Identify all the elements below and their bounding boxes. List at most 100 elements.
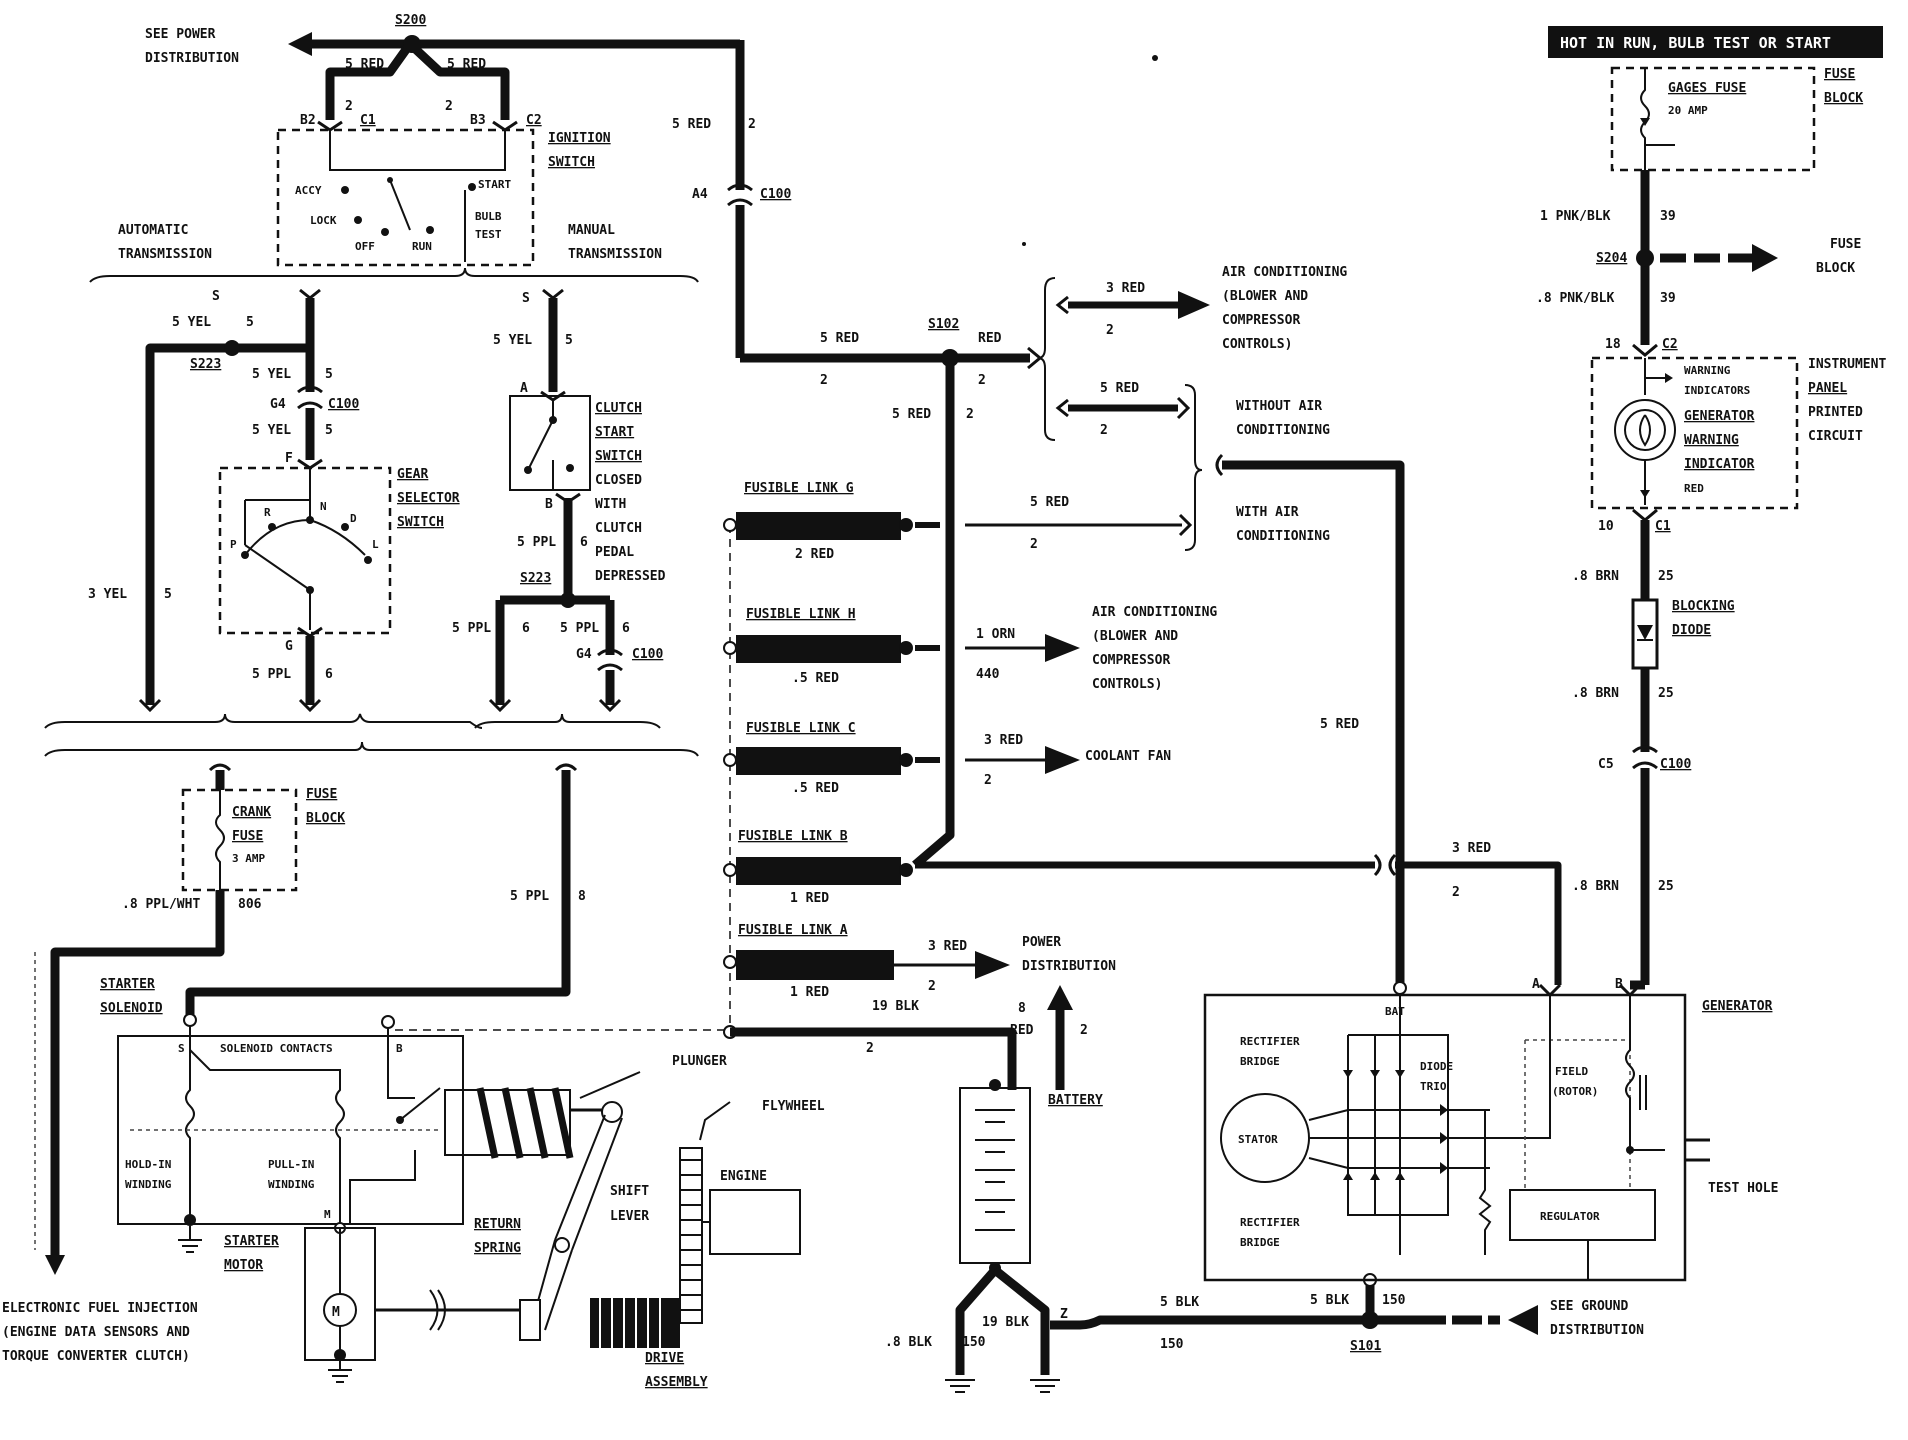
instrument-panel-4: CIRCUIT — [1808, 429, 1863, 444]
wire-label: .8 BRN — [1572, 686, 1619, 701]
fusible-wire-b: 1 RED — [790, 891, 829, 906]
ground-bus — [1361, 1273, 1538, 1335]
blocking-diode-2: DIODE — [1672, 623, 1711, 638]
wire-number: 25 — [1658, 569, 1674, 584]
wire-number: 2 — [866, 1041, 874, 1056]
gen-bridge-1: BRIDGE — [1240, 1055, 1280, 1068]
wire-number: 5 — [164, 587, 172, 602]
wire-label: RED — [978, 331, 1002, 346]
fusible-link-h: FUSIBLE LINK H — [746, 607, 856, 622]
connector-c100: C100 — [328, 397, 359, 412]
connector-c1: C1 — [360, 113, 376, 128]
blocking-diode-1: BLOCKING — [1672, 599, 1735, 614]
connector-c2: C2 — [526, 113, 542, 128]
crank-fuse-branch — [34, 763, 578, 1275]
wire-number: 2 — [1396, 717, 1404, 732]
wire-number: 10 — [1598, 519, 1614, 534]
wire-label: 5 RED — [892, 407, 931, 422]
wire-label: 5 RED — [345, 57, 384, 72]
gear-d: D — [350, 512, 357, 525]
wire-number: Z — [1060, 1307, 1068, 1322]
connector-g4: G4 — [270, 397, 286, 412]
fusible-wire-h: .5 RED — [792, 671, 839, 686]
clutch-label-5: WITH — [595, 497, 626, 512]
wire-label: 5 PPL — [452, 621, 491, 636]
pin-s-manual: S — [522, 291, 530, 306]
splice-s101-label: S101 — [1350, 1339, 1381, 1354]
wire-label: 5 RED — [820, 331, 859, 346]
engine-label: ENGINE — [720, 1169, 767, 1184]
fuse-block-r-1: FUSE — [1824, 67, 1855, 82]
gear-p: P — [230, 538, 237, 551]
speck — [1152, 55, 1158, 61]
wire-number: 2 — [978, 373, 986, 388]
wire-label: 5 RED — [1320, 717, 1359, 732]
wire-label: .8 PPL/WHT — [122, 897, 200, 912]
ac-blower2-1: AIR CONDITIONING — [1092, 605, 1217, 620]
coolant-fan-label: COOLANT FAN — [1085, 749, 1171, 764]
wire-number: 2 — [748, 117, 756, 132]
wire-label: .8 BRN — [1572, 569, 1619, 584]
hold-in-2: WINDING — [125, 1178, 172, 1191]
wire-number: 25 — [1658, 686, 1674, 701]
connector-c100: C100 — [760, 187, 791, 202]
wire-number: 2 — [966, 407, 974, 422]
splice-s102-label: S102 — [928, 317, 959, 332]
pin-m: M — [324, 1208, 331, 1221]
battery — [730, 985, 1420, 1393]
clutch-label-1: CLUTCH — [595, 401, 642, 416]
wire-label: 5 YEL — [252, 367, 291, 382]
crank-fuse-box — [181, 788, 298, 892]
see-power-dist-1: SEE POWER — [145, 27, 216, 42]
wire-label: RED — [1010, 1023, 1034, 1038]
gen-bat: BAT — [1385, 1005, 1405, 1018]
fusible-link-g: FUSIBLE LINK G — [744, 481, 854, 496]
wire-number: 6 — [522, 621, 530, 636]
manual-trans-2: TRANSMISSION — [568, 247, 662, 262]
pin-b3: B3 — [470, 113, 486, 128]
ac-blower2-2: (BLOWER AND — [1092, 629, 1178, 644]
shift-lever-1: SHIFT — [610, 1184, 649, 1199]
pin-a-clutch: A — [520, 381, 528, 396]
starter-solenoid-box — [117, 1015, 464, 1253]
connector-g4-2: G4 — [576, 647, 592, 662]
gen-trio: TRIO — [1420, 1080, 1447, 1093]
wire-number: 2 — [1106, 323, 1114, 338]
wire-number: 5 — [325, 367, 333, 382]
battery-label: BATTERY — [1048, 1093, 1103, 1108]
gen-warning-3: GENERATOR — [1684, 409, 1755, 424]
wire-number: 150 — [962, 1335, 986, 1350]
hold-in-1: HOLD-IN — [125, 1158, 171, 1171]
drive-assembly-1: DRIVE — [645, 1351, 684, 1366]
pin-f: F — [285, 451, 293, 466]
ign-bulb: BULB — [475, 210, 502, 223]
gen-field: FIELD — [1555, 1065, 1588, 1078]
wire-label: 5 YEL — [252, 423, 291, 438]
wire-number: 2 — [1030, 537, 1038, 552]
instrument-panel-1: INSTRUMENT — [1808, 357, 1886, 372]
wire-label: 5 RED — [1100, 381, 1139, 396]
wire-label: 3 RED — [984, 733, 1023, 748]
motor-m-label: M — [332, 1305, 340, 1320]
starter-mechanism — [444, 1071, 801, 1348]
speck — [1022, 242, 1026, 246]
wire-label: 5 BLK — [1310, 1293, 1349, 1308]
brace-mid-left — [44, 713, 483, 729]
hot-banner-text: HOT IN RUN, BULB TEST OR START — [1560, 34, 1831, 52]
wire-label: 1 ORN — [976, 627, 1015, 642]
ignition-switch-label-1: IGNITION — [548, 131, 611, 146]
wire-label: 5 PPL — [252, 667, 291, 682]
crank-fuse-label-1: CRANK — [232, 805, 271, 820]
clutch-label-8: DEPRESSED — [595, 569, 666, 584]
power-dist-2: DISTRIBUTION — [1022, 959, 1116, 974]
crank-fuse-label-3: 3 AMP — [232, 852, 265, 865]
gen-warning-2: INDICATORS — [1684, 384, 1750, 397]
wire-label: 5 PPL — [560, 621, 599, 636]
pin-s-auto: S — [212, 289, 220, 304]
wire-label: 5 YEL — [493, 333, 532, 348]
connector-c1-r: C1 — [1655, 519, 1671, 534]
fusible-wire-g: 2 RED — [795, 547, 834, 562]
wire-number: 25 — [1658, 879, 1674, 894]
wire-number: 5 — [325, 423, 333, 438]
connector-c100-2: C100 — [632, 647, 663, 662]
